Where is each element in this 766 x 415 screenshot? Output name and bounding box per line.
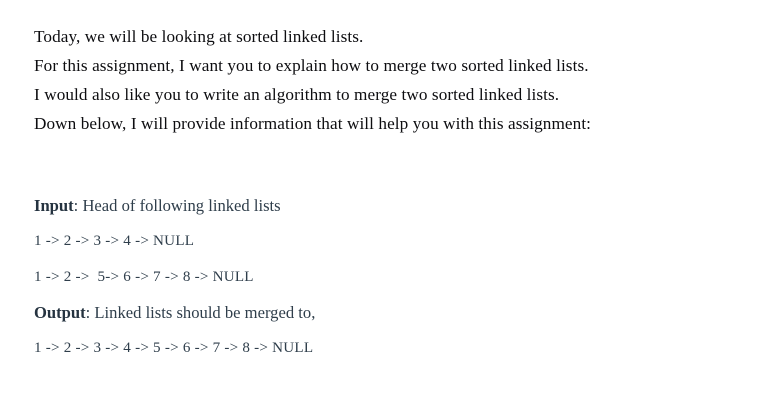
output-heading: Output: Linked lists should be merged to… — [34, 295, 754, 330]
intro-line-3: I would also like you to write an algori… — [34, 85, 560, 104]
section-spacer — [34, 138, 754, 188]
input-label: Input — [34, 196, 74, 215]
input-separator: : — [73, 196, 83, 215]
document-body: Today, we will be looking at sorted link… — [34, 22, 754, 366]
spec-section: Input: Head of following linked lists 1 … — [34, 188, 754, 366]
input-list-line-2: 1 -> 2 -> 5-> 6 -> 7 -> 8 -> NULL — [34, 269, 254, 285]
input-description: Head of following linked lists — [82, 196, 281, 215]
intro-paragraph: Today, we will be looking at sorted link… — [34, 22, 754, 138]
output-label: Output — [34, 303, 86, 322]
input-list-line-1: 1 -> 2 -> 3 -> 4 -> NULL — [34, 233, 195, 249]
intro-line-2: For this assignment, I want you to expla… — [34, 56, 589, 75]
output-separator: : — [85, 303, 95, 322]
output-list-line-1: 1 -> 2 -> 3 -> 4 -> 5 -> 6 -> 7 -> 8 -> … — [34, 340, 314, 356]
input-heading: Input: Head of following linked lists — [34, 188, 754, 223]
output-description: Linked lists should be merged to, — [94, 303, 316, 322]
intro-line-1: Today, we will be looking at sorted link… — [34, 27, 364, 46]
intro-line-4: Down below, I will provide information t… — [34, 114, 592, 133]
